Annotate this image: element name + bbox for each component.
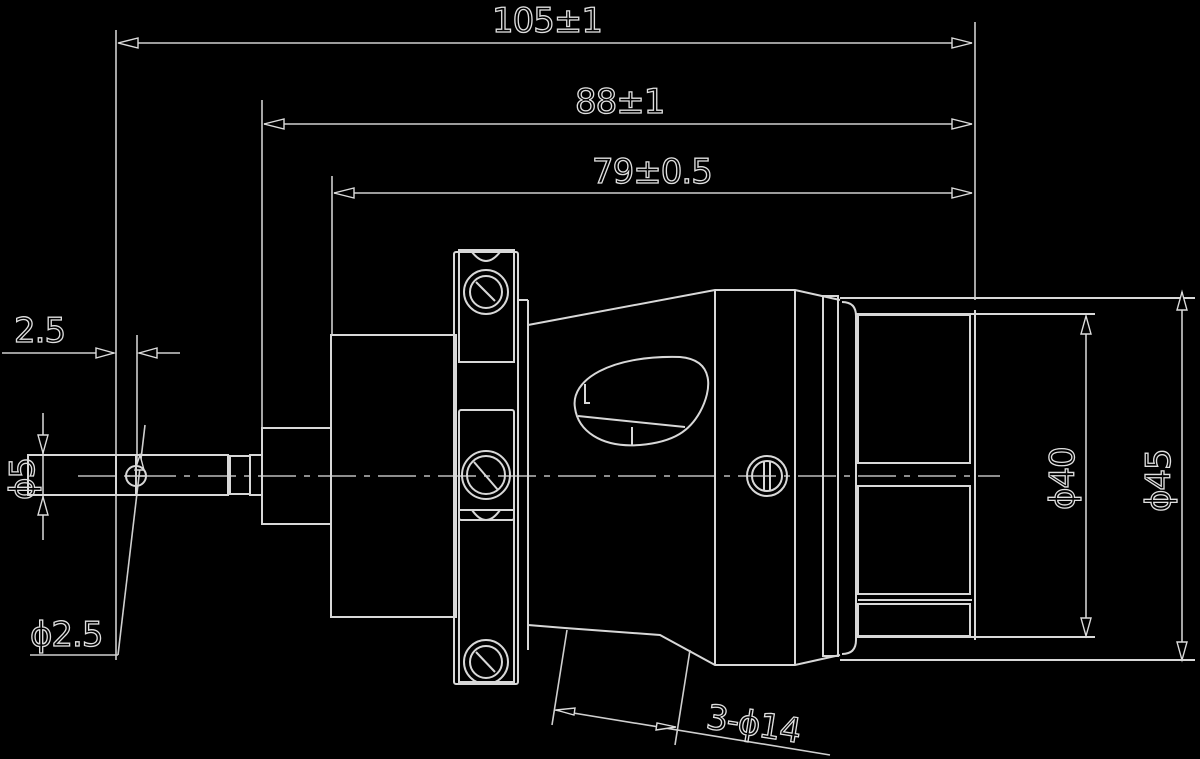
label-outer-diameter: ϕ45 xyxy=(1139,449,1179,512)
oval-window xyxy=(573,355,710,447)
screw-center-icon xyxy=(746,455,788,497)
dimension-outer-diameter: ϕ45 xyxy=(1138,289,1188,663)
screw-middle-icon xyxy=(461,450,511,500)
label-overall-length: 105±1 xyxy=(492,1,602,41)
flange-ring xyxy=(453,249,529,685)
label-pin-diameter: ϕ2.5 xyxy=(30,615,103,655)
label-pin-offset: 2.5 xyxy=(14,311,65,351)
dimension-flange-length: 79±0.5 xyxy=(331,151,973,335)
label-shaft-diameter: ϕ5 xyxy=(3,458,43,500)
tapered-body xyxy=(527,289,857,666)
label-inner-diameter: ϕ40 xyxy=(1043,447,1083,510)
label-flange-length: 79±0.5 xyxy=(592,152,712,192)
hub xyxy=(261,334,457,618)
label-mounting-holes: 3-ϕ14 xyxy=(704,697,804,751)
dimension-pin-offset: 2.5 xyxy=(2,310,180,462)
dimension-body-length: 88±1 xyxy=(261,81,973,430)
dimension-pin-diameter: ϕ2.5 xyxy=(29,424,146,656)
screw-bottom-icon xyxy=(463,639,509,685)
dimension-inner-diameter: ϕ40 xyxy=(1042,313,1092,639)
dimension-overall-length: 105±1 xyxy=(115,0,976,660)
shaft xyxy=(27,454,263,496)
dimension-mounting-holes: 3-ϕ14 xyxy=(551,629,831,756)
label-body-length: 88±1 xyxy=(575,82,664,122)
screw-top-icon xyxy=(463,269,509,315)
collar xyxy=(840,297,1195,661)
